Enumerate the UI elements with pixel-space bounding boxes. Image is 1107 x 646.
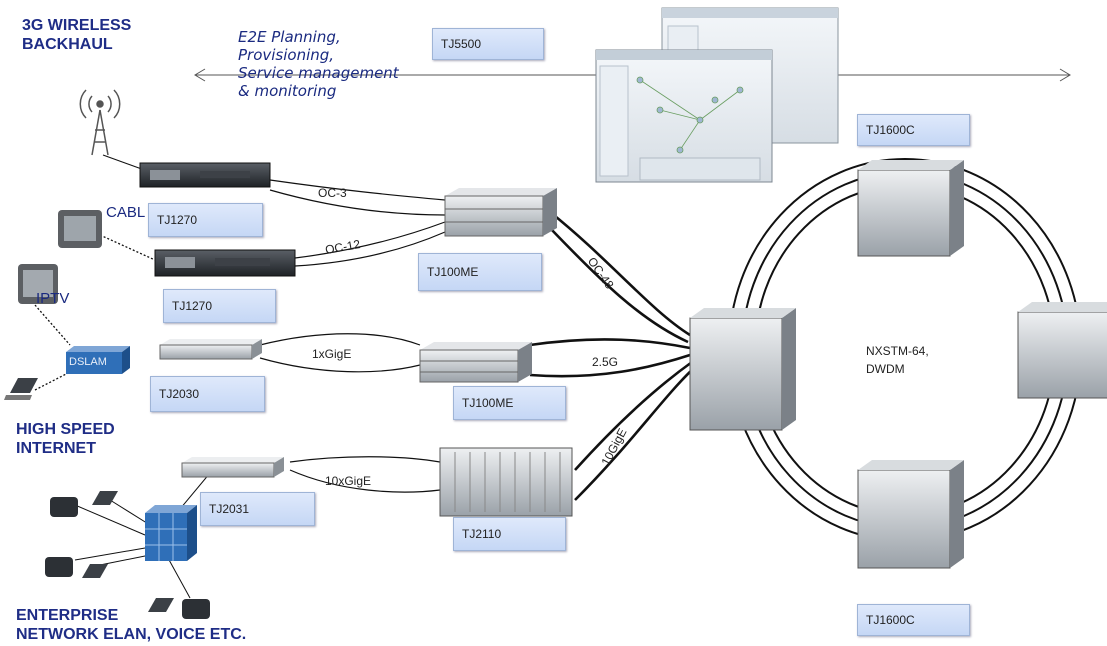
device-label-tj1600c-top: TJ1600C [857,114,970,146]
enterprise-network-title: ENTERPRISE NETWORK ELAN, VOICE ETC. [16,607,247,643]
link-gige10-a [289,456,441,463]
nms-screenshot-front [595,49,773,183]
tj1600c-node-right [1017,302,1107,399]
ring-label: NXSTM-64, DWDM [866,344,929,376]
tj100me-device-b [419,342,532,383]
link-oc48-b [549,227,689,344]
tj2031-device [181,457,284,478]
link-10gige-b [574,367,695,501]
tj1270-device-a [139,162,271,188]
tj1270-device-b [154,249,296,277]
link-label-10xgige: 10xGigE [325,474,372,488]
tj2110-device [439,447,573,517]
tv-icon-iptv [18,264,58,304]
link-gige10-b [289,469,441,493]
link-gige1-b [259,357,421,373]
wireless-backhaul-title: 3G WIRELESS BACKHAUL [22,17,132,53]
antenna-icon [79,89,121,156]
tj1600c-node-bottom [857,460,964,569]
device-label-tj1270-a: TJ1270 [148,203,263,237]
enterprise-laptop-icons [82,491,174,612]
e2e-planning-note: E2E Planning, Provisioning, Service mana… [238,28,399,100]
link-25g-b [529,353,691,378]
device-label-tj5500: TJ5500 [432,28,544,60]
link-label-2-5g: 2.5G [592,355,619,369]
dslam-label: DSLAM [69,356,107,368]
link-25g-a [529,338,691,350]
link-oc12-a [294,221,446,259]
subscriber-links [34,234,156,391]
link-label-oc3: OC-3 [318,186,347,200]
tv-icon-cable [58,210,102,248]
link-oc12-b [294,231,446,267]
tj2030-device [159,339,262,360]
tj100me-device-a [444,188,557,237]
device-label-tj1270-b: TJ1270 [163,289,276,323]
ip-phone-icons [45,497,210,619]
access-links [102,154,446,493]
cable-label: CABL [106,204,146,221]
device-label-tj2031: TJ2031 [200,492,315,526]
link-oc3-a [269,179,446,201]
laptop-icon [4,378,38,400]
dslam-icon [66,346,130,374]
device-label-tj2110: TJ2110 [453,517,566,551]
link-label-1xgige: 1xGigE [312,347,352,361]
device-label-tj2030: TJ2030 [150,376,265,412]
link-oc3-b [269,189,446,216]
device-label-tj100me-a: TJ100ME [418,253,542,291]
link-gige1-a [259,333,421,346]
iptv-label: IPTV [36,290,70,307]
enterprise-switch-icon [145,505,197,561]
link-10gige-a [574,360,693,471]
device-label-tj100me-b: TJ100ME [453,386,566,420]
trunk-links [529,210,695,501]
tj1600c-node-hub [689,308,796,431]
tj1600c-node-top [857,160,964,257]
device-label-tj1600c-bottom: TJ1600C [857,604,970,636]
high-speed-internet-title: HIGH SPEED INTERNET [16,421,115,457]
link-oc48-a [549,210,691,337]
